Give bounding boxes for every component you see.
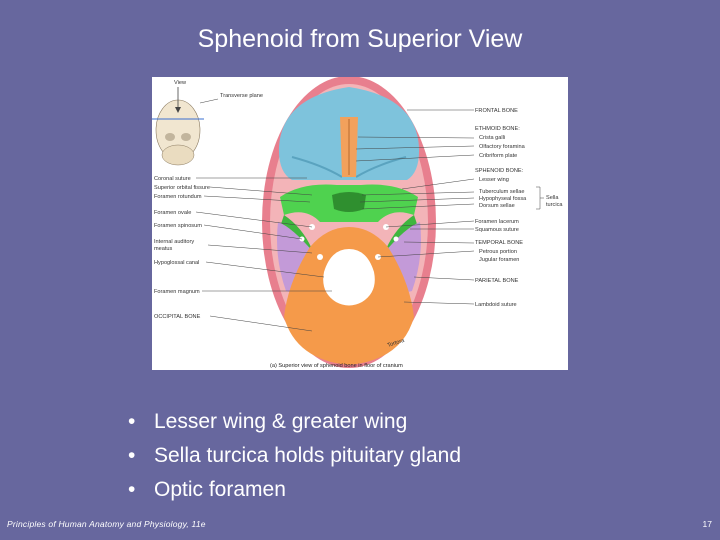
- label-sphenoid-bone: SPHENOID BONE:: [475, 168, 524, 174]
- bullet-item: •Sella turcica holds pituitary gland: [128, 439, 461, 473]
- label-temporal-bone: TEMPORAL BONE: [475, 240, 523, 246]
- label-squamous-suture: Squamous suture: [475, 227, 519, 233]
- label-crista-galli: Crista galli: [479, 135, 505, 141]
- bullet-dot-icon: •: [128, 473, 154, 507]
- skull-figure: View Transverse plane: [152, 77, 568, 370]
- label-lesser-wing: Lesser wing: [479, 177, 509, 183]
- label-petrous-portion: Petrous portion: [479, 249, 517, 255]
- page-number: 17: [703, 519, 712, 529]
- cranial-floor-illustration: View Transverse plane: [152, 77, 568, 370]
- skull-inset-diagram: [152, 87, 218, 165]
- label-internal-auditory: Internal auditory: [154, 239, 194, 245]
- bullet-list: •Lesser wing & greater wing •Sella turci…: [128, 405, 461, 507]
- label-dorsum-sellae: Dorsum sellae: [479, 203, 515, 209]
- label-meatus: meatus: [154, 246, 173, 252]
- slide-title: Sphenoid from Superior View: [0, 25, 720, 54]
- bullet-text: Sella turcica holds pituitary gland: [154, 439, 461, 473]
- label-cribriform-plate: Cribriform plate: [479, 153, 517, 159]
- bullet-item: •Optic foramen: [128, 473, 461, 507]
- label-hypophyseal-fossa: Hypophyseal fossa: [479, 196, 527, 202]
- bullet-dot-icon: •: [128, 439, 154, 473]
- figure-caption: (a) Superior view of sphenoid bone in fl…: [270, 363, 403, 369]
- label-turcica: turcica: [546, 202, 563, 208]
- cranial-floor: [262, 77, 436, 368]
- label-parietal-bone: PARIETAL BONE: [475, 278, 519, 284]
- label-tuberculum-sellae: Tuberculum sellae: [479, 189, 525, 195]
- bullet-text: Optic foramen: [154, 473, 286, 507]
- label-foramen-spinosum: Foramen spinosum: [154, 223, 202, 229]
- label-ethmoid-bone: ETHMOID BONE:: [475, 126, 520, 132]
- label-coronal-suture: Coronal suture: [154, 176, 191, 182]
- bullet-text: Lesser wing & greater wing: [154, 405, 407, 439]
- label-sella: Sella: [546, 195, 559, 201]
- label-foramen-ovale: Foramen ovale: [154, 210, 191, 216]
- label-lambdoid-suture: Lambdoid suture: [475, 302, 517, 308]
- label-foramen-lacerum: Foramen lacerum: [475, 219, 519, 225]
- label-foramen-magnum: Foramen magnum: [154, 289, 200, 295]
- bullet-dot-icon: •: [128, 405, 154, 439]
- label-superior-orbital-fissure: Superior orbital fissure: [154, 185, 210, 191]
- inset-plane-label: Transverse plane: [220, 93, 263, 99]
- bullet-item: •Lesser wing & greater wing: [128, 405, 461, 439]
- label-occipital-bone: OCCIPITAL BONE: [154, 314, 201, 320]
- inset-view-label: View: [174, 80, 187, 86]
- label-hypoglossal-canal: Hypoglossal canal: [154, 260, 199, 266]
- footer-source: Principles of Human Anatomy and Physiolo…: [7, 519, 206, 529]
- label-jugular-foramen: Jugular foramen: [479, 257, 519, 263]
- label-frontal-bone: FRONTAL BONE: [475, 108, 518, 114]
- label-foramen-rotundum: Foramen rotundum: [154, 194, 202, 200]
- label-olfactory-foramina: Olfactory foramina: [479, 144, 526, 150]
